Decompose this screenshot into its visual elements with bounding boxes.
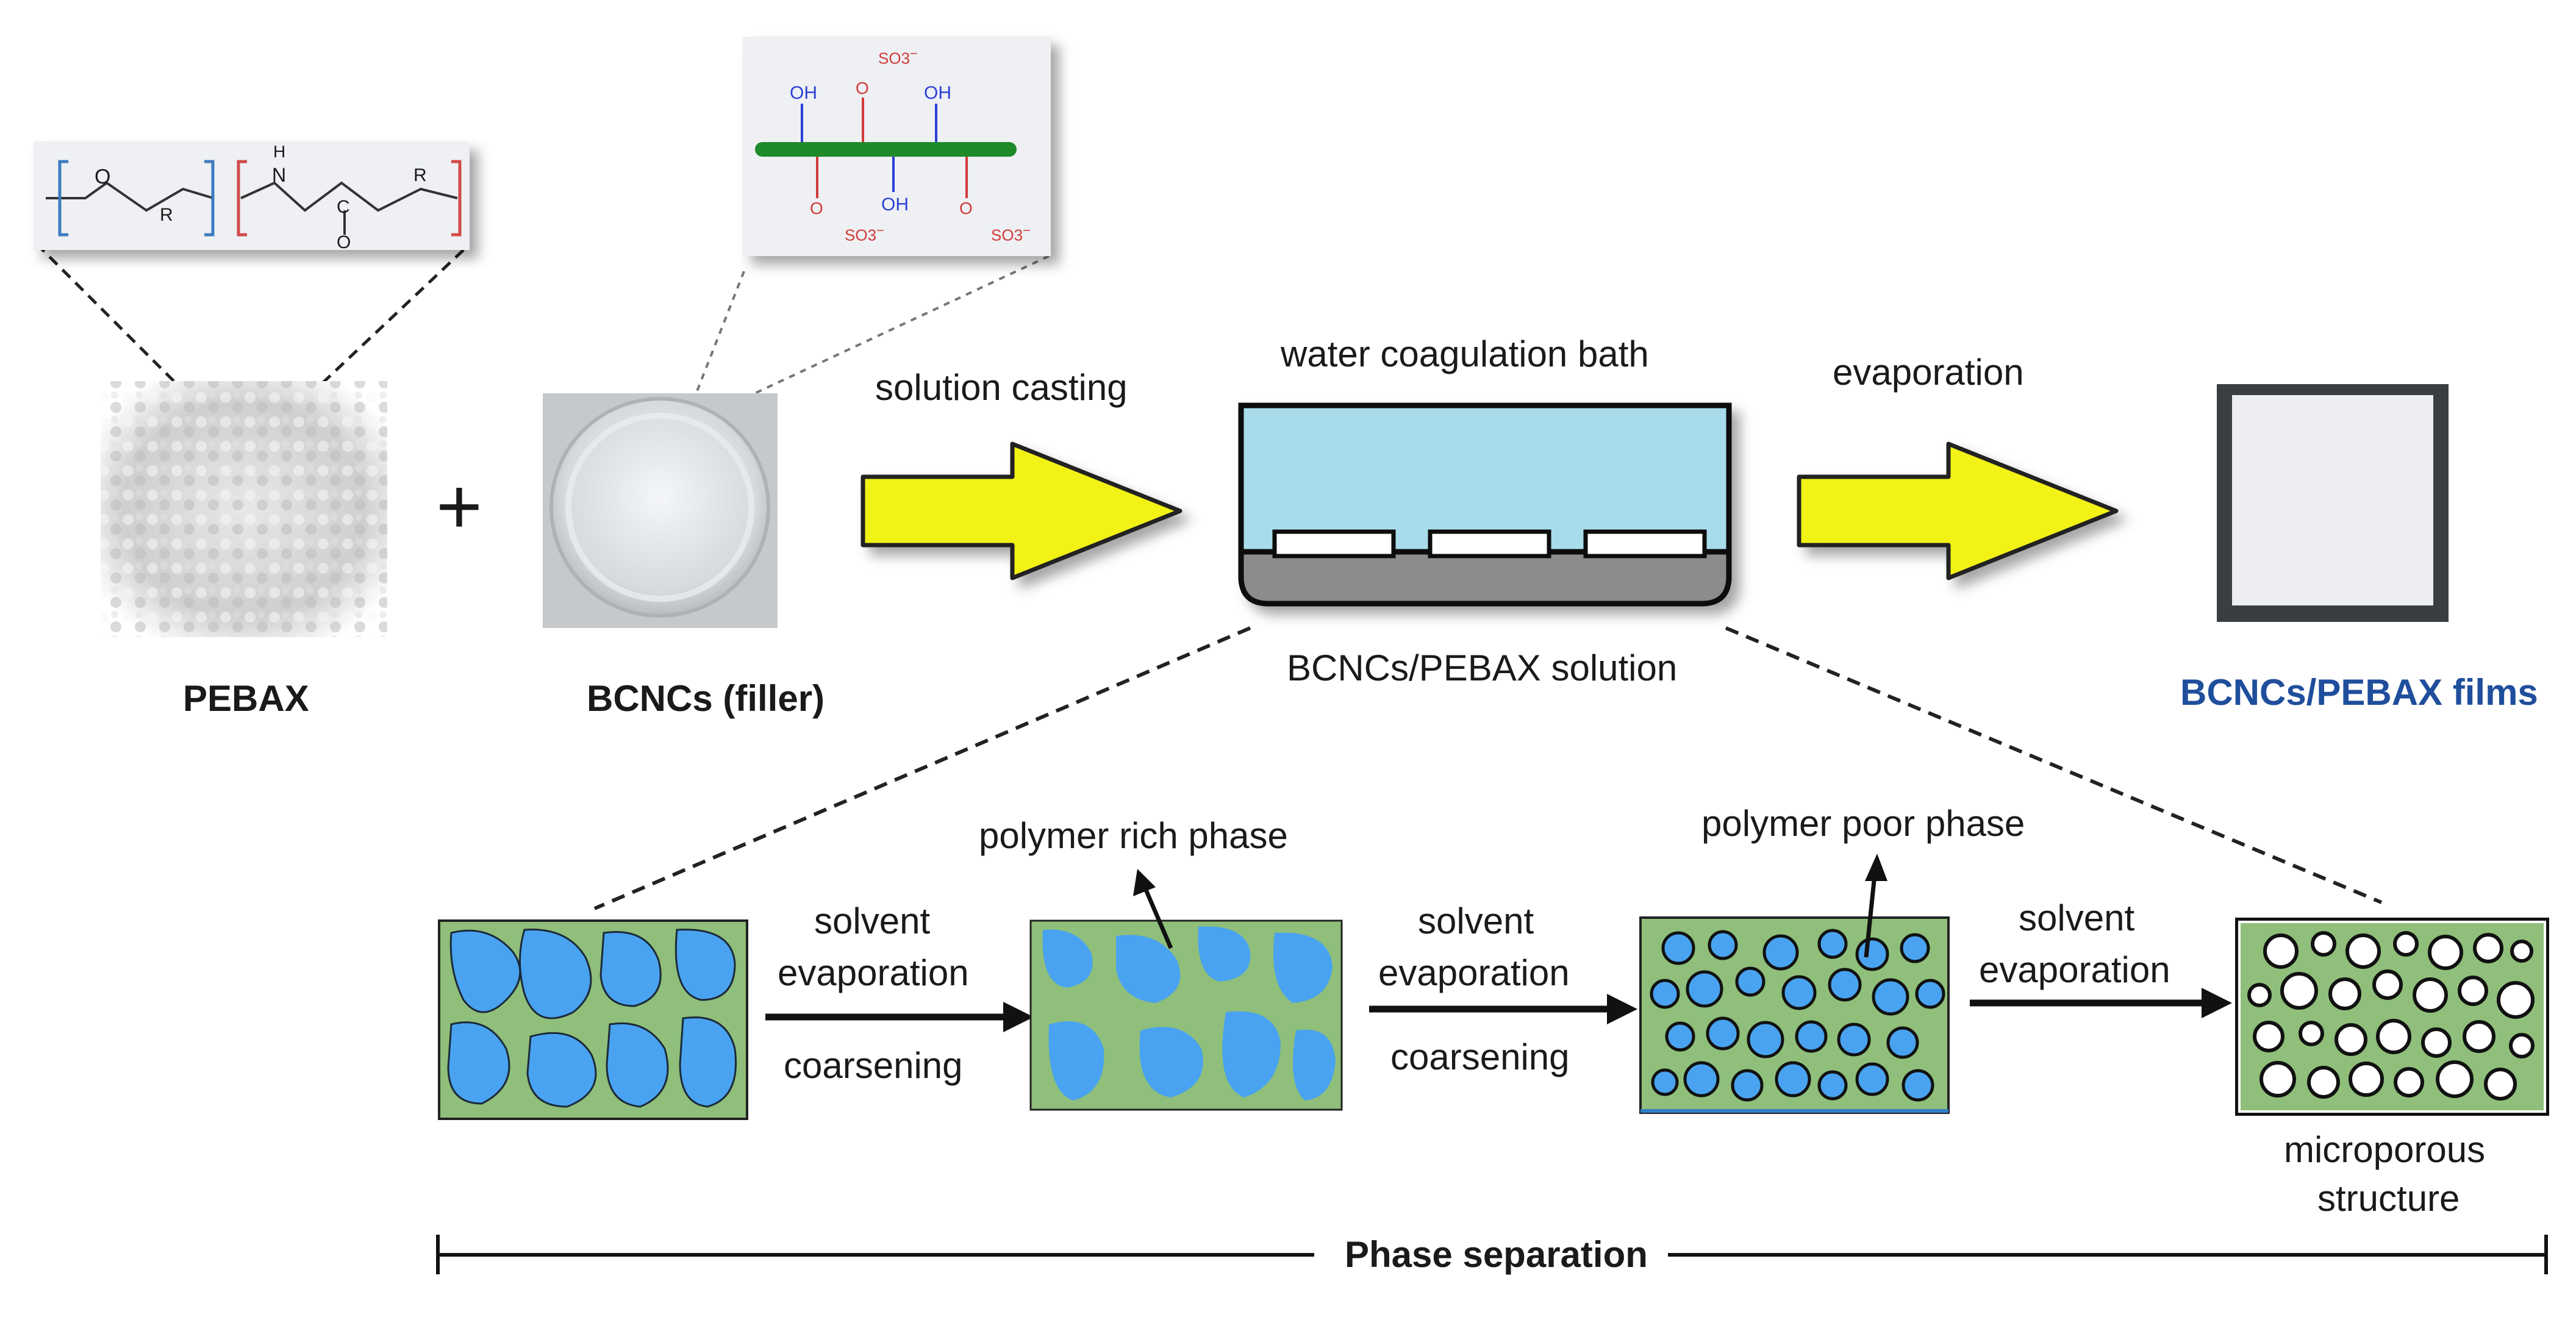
step3-line1: solvent <box>2019 898 2135 938</box>
bcnc-o-bottom-left: O <box>810 199 823 218</box>
solution-casting-label: solution casting <box>875 367 1128 408</box>
step2-line1: solvent <box>1418 901 1534 941</box>
bcnc-dish-photo <box>543 393 778 628</box>
bcnc-so3-top: SO3− <box>878 46 918 68</box>
microporous-line1: microporous <box>2284 1129 2486 1170</box>
phase-panel-polymer-rich <box>1029 919 1343 1111</box>
plus-sign: + <box>436 462 482 551</box>
step1-line2: evaporation <box>778 952 969 993</box>
bath-to-phase-right <box>1725 626 2383 904</box>
bcnc-o-bottom-right: O <box>959 199 973 218</box>
pebax-bracket-red <box>237 160 462 237</box>
films-label: BCNCs/PEBAX films <box>2180 672 2538 713</box>
pebax-atom-h: H <box>273 142 286 161</box>
step1-line1: solvent <box>814 901 931 941</box>
step2-below: coarsening <box>1390 1037 1570 1077</box>
pebax-atom-n: N <box>272 164 287 186</box>
bath-label: water coagulation bath <box>1281 334 1649 374</box>
pebax-pellets-photo <box>101 381 387 637</box>
phase-panel-microporous <box>2235 918 2549 1116</box>
bath-to-phase-left <box>593 626 1251 910</box>
pebax-atom-r2: R <box>413 165 427 185</box>
bcnc-oh-top-left: OH <box>790 83 817 103</box>
microporous-line2: structure <box>2317 1178 2460 1219</box>
step2-line2: evaporation <box>1378 952 1570 993</box>
solution-casting-arrow <box>860 441 1182 580</box>
pebax-label: PEBAX <box>183 678 309 719</box>
bcnc-so3-bottom-left: SO3− <box>845 223 884 244</box>
phase-arrow-2 <box>1369 994 1637 1024</box>
bcncs-label: BCNCs (filler) <box>587 678 825 719</box>
pebax-bracket-blue <box>58 160 215 237</box>
pebax-atom-o: O <box>95 165 111 188</box>
polymer-poor-pointer <box>1864 854 1887 958</box>
phase-arrow-3 <box>1970 988 2232 1018</box>
step1-below: coarsening <box>784 1045 963 1086</box>
phase-panel-polymer-poor <box>1639 916 1950 1114</box>
bcnc-structure-callout <box>682 37 1051 428</box>
pebax-structure-callout <box>34 141 470 455</box>
solution-label: BCNCs/PEBAX solution <box>1287 648 1678 688</box>
pebax-atom-c: C <box>337 197 350 217</box>
bcnc-oh-bottom: OH <box>881 195 909 215</box>
phase-separation-bar <box>436 1235 2548 1274</box>
film-photo <box>2217 384 2449 622</box>
polymer-rich-pointer <box>1133 869 1173 949</box>
bcnc-so3-bottom-right: SO3− <box>991 223 1031 244</box>
pebax-atom-o2: O <box>337 232 351 252</box>
polymer-poor-label: polymer poor phase <box>1701 803 2025 844</box>
phase-panel-bicontinuous <box>438 919 748 1120</box>
bcnc-o-top: O <box>856 79 869 98</box>
bcnc-oh-top-right: OH <box>924 83 951 103</box>
pebax-atom-r1: R <box>160 205 173 225</box>
evaporation-label: evaporation <box>1833 352 2024 393</box>
phase-separation-label: Phase separation <box>1345 1234 1648 1275</box>
evaporation-arrow <box>1797 441 2119 580</box>
coagulation-bath <box>1238 402 1732 607</box>
polymer-rich-label: polymer rich phase <box>979 815 1288 856</box>
phase-arrow-1 <box>765 1002 1034 1032</box>
step3-line2: evaporation <box>1979 949 2170 990</box>
